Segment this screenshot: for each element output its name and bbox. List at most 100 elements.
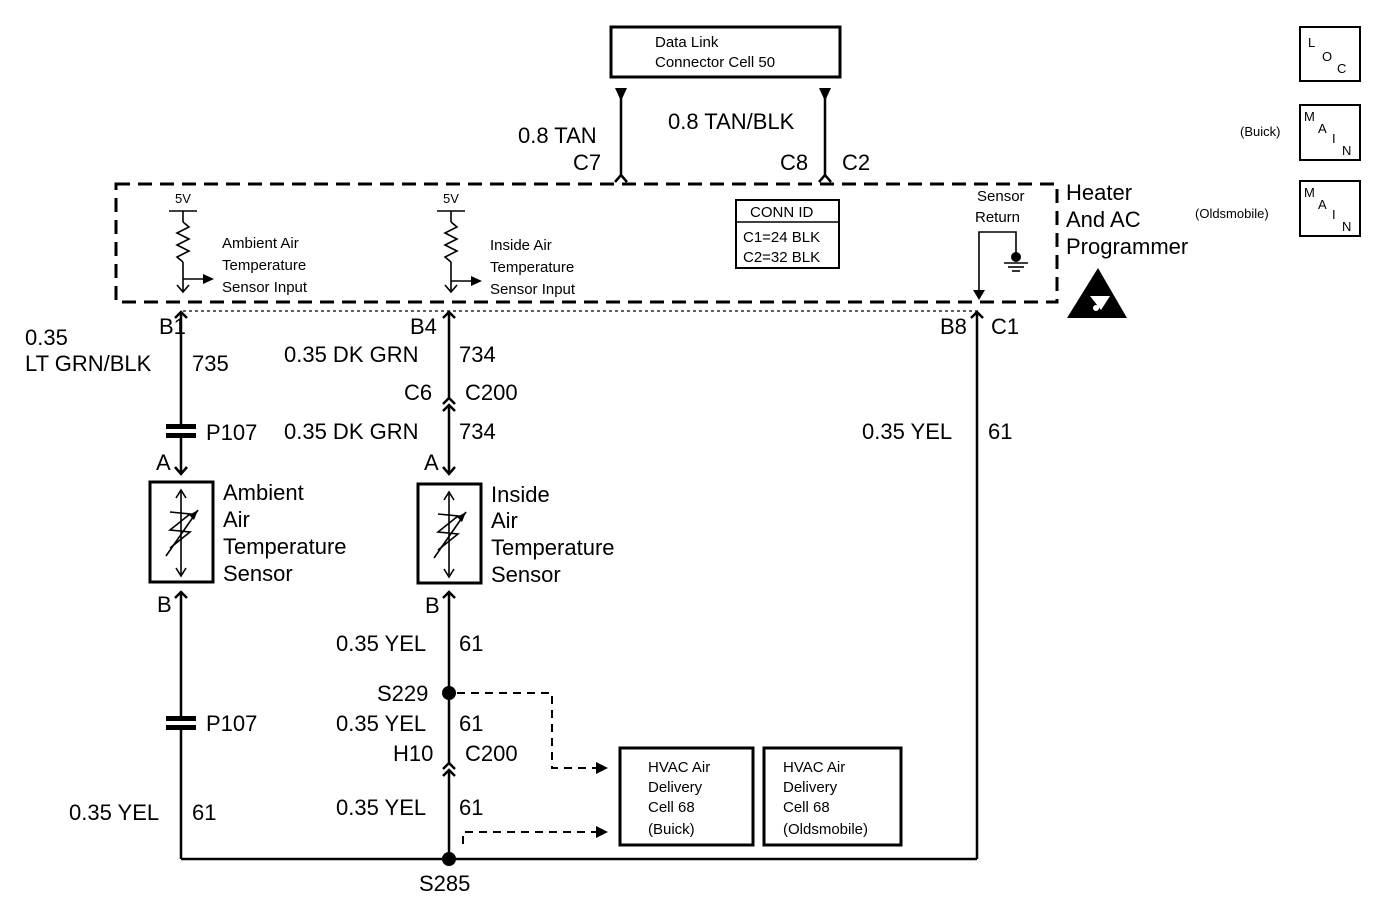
inside-input-line2: Temperature	[490, 259, 574, 276]
splice-s229-label: S229	[377, 681, 428, 706]
conn-id-c2: C2=32 BLK	[743, 249, 820, 266]
ambient-pin-a: A	[156, 450, 171, 475]
wire-color-lt-grn-blk: LT GRN/BLK	[25, 351, 152, 376]
inside-sensor-label-1: Inside	[491, 482, 550, 507]
circuit-734-lower: 734	[459, 419, 496, 444]
svg-text:N: N	[1342, 143, 1351, 158]
pin-b4: B4	[410, 314, 437, 339]
svg-text:N: N	[1342, 219, 1351, 234]
ambient-input-line2: Temperature	[222, 257, 306, 274]
connector-c8: C8	[780, 150, 808, 175]
data-link-connector[interactable]: Data Link Connector Cell 50	[609, 25, 842, 79]
inside-pin-a: A	[424, 450, 439, 475]
wire-color-tan-blk: 0.8 TAN/BLK	[668, 109, 795, 134]
conn-id-title: CONN ID	[750, 204, 814, 221]
connector-p107-upper: P107	[206, 420, 257, 445]
connector-c6: C6	[404, 380, 432, 405]
module-name-line2: And AC	[1066, 207, 1141, 232]
inside-air-temperature-sensor[interactable]	[416, 482, 483, 585]
inside-pullup-resistor	[437, 210, 482, 294]
wire-735-circuit[interactable]	[166, 310, 196, 476]
inside-input-line1: Inside Air	[490, 237, 552, 254]
svg-text:Delivery: Delivery	[648, 779, 703, 796]
wire-61-ambient-return[interactable]	[166, 590, 196, 859]
ambient-input-line3: Sensor Input	[222, 279, 308, 296]
s285-to-hvac-dashed	[462, 831, 596, 844]
wire-color-yel-inside-1: 0.35 YEL	[336, 631, 426, 656]
esd-warning-icon	[1067, 268, 1127, 318]
wire-tan-blk[interactable]	[818, 88, 832, 183]
inside-sensor-label-4: Sensor	[491, 562, 561, 587]
svg-text:A: A	[1318, 197, 1327, 212]
legend-oldsmobile-label: (Oldsmobile)	[1195, 206, 1269, 221]
splice-s229[interactable]	[442, 686, 456, 700]
circuit-61-return: 61	[988, 419, 1012, 444]
ambient-air-temperature-sensor[interactable]	[148, 480, 215, 584]
connector-c200-upper: C200	[465, 380, 518, 405]
wire-color-yel-return: 0.35 YEL	[862, 419, 952, 444]
wire-734-circuit[interactable]	[442, 310, 456, 476]
main-symbol-buick: M A I N	[1299, 104, 1361, 161]
module-name-line1: Heater	[1066, 180, 1132, 205]
wire-61-sensor-return[interactable]	[970, 310, 984, 859]
hvac-air-delivery-oldsmobile[interactable]: HVAC Air Delivery Cell 68 (Oldsmobile)	[762, 746, 903, 847]
main-symbol-oldsmobile: M A I N	[1299, 180, 1361, 237]
dlc-label-line2: Connector Cell 50	[655, 54, 775, 71]
splice-s285-label: S285	[419, 871, 470, 896]
s229-to-hvac-dashed	[457, 692, 596, 769]
sensor-return-line2: Return	[975, 209, 1020, 226]
svg-text:L: L	[1308, 35, 1315, 50]
connector-h10: H10	[393, 741, 433, 766]
svg-text:M: M	[1304, 185, 1315, 200]
wire-color-dk-grn-lower: 0.35 DK GRN	[284, 419, 419, 444]
wire-color-dk-grn-upper: 0.35 DK GRN	[284, 342, 419, 367]
ambient-sensor-label-2: Air	[223, 507, 250, 532]
conn-id-c1: C1=24 BLK	[743, 229, 820, 246]
ambient-sensor-label-1: Ambient	[223, 480, 304, 505]
ambient-5v-label: 5V	[175, 191, 191, 206]
svg-text:I: I	[1332, 207, 1336, 222]
svg-text:Cell 68: Cell 68	[648, 799, 695, 816]
pin-b8: B8	[940, 314, 967, 339]
connector-c7: C7	[573, 150, 601, 175]
module-name-line3: Programmer	[1066, 234, 1188, 259]
inside-sensor-label-3: Temperature	[491, 535, 615, 560]
ambient-sensor-label-4: Sensor	[223, 561, 293, 586]
ambient-input-line1: Ambient Air	[222, 235, 299, 252]
inside-sensor-label-2: Air	[491, 508, 518, 533]
legend-buick-label: (Buick)	[1240, 124, 1280, 139]
wire-tan[interactable]	[614, 88, 628, 183]
conn-id-box: CONN ID C1=24 BLK C2=32 BLK	[735, 199, 840, 269]
ambient-sensor-label-3: Temperature	[223, 534, 347, 559]
sensor-return-ground	[973, 231, 1028, 300]
hvac-air-delivery-buick[interactable]: HVAC Air Delivery Cell 68 (Buick)	[618, 746, 755, 847]
wire-color-tan: 0.8 TAN	[518, 123, 597, 148]
svg-text:HVAC Air: HVAC Air	[648, 759, 710, 776]
connector-p107-lower: P107	[206, 711, 257, 736]
wire-color-yel-ambient: 0.35 YEL	[69, 800, 159, 825]
inside-5v-label: 5V	[443, 191, 459, 206]
heater-ac-programmer-box[interactable]	[114, 182, 1059, 304]
svg-text:(Oldsmobile): (Oldsmobile)	[783, 821, 868, 838]
svg-text:I: I	[1332, 131, 1336, 146]
svg-text:O: O	[1322, 49, 1332, 64]
svg-text:C: C	[1337, 61, 1346, 76]
wire-61-inside-return[interactable]	[442, 590, 456, 859]
circuit-734-upper: 734	[459, 342, 496, 367]
svg-text:HVAC Air: HVAC Air	[783, 759, 845, 776]
svg-text:A: A	[1318, 121, 1327, 136]
svg-text:M: M	[1304, 109, 1315, 124]
ambient-pullup-resistor	[169, 210, 214, 294]
wire-color-yel-inside-2: 0.35 YEL	[336, 711, 426, 736]
loc-symbol: L O C	[1299, 26, 1361, 82]
splice-s285[interactable]	[442, 852, 456, 866]
circuit-61-inside-3: 61	[459, 795, 483, 820]
pin-c1: C1	[991, 314, 1019, 339]
inside-input-line3: Sensor Input	[490, 281, 576, 298]
svg-text:Cell 68: Cell 68	[783, 799, 830, 816]
svg-text:Delivery: Delivery	[783, 779, 838, 796]
circuit-735: 735	[192, 351, 229, 376]
connector-c2: C2	[842, 150, 870, 175]
connector-c200-lower: C200	[465, 741, 518, 766]
